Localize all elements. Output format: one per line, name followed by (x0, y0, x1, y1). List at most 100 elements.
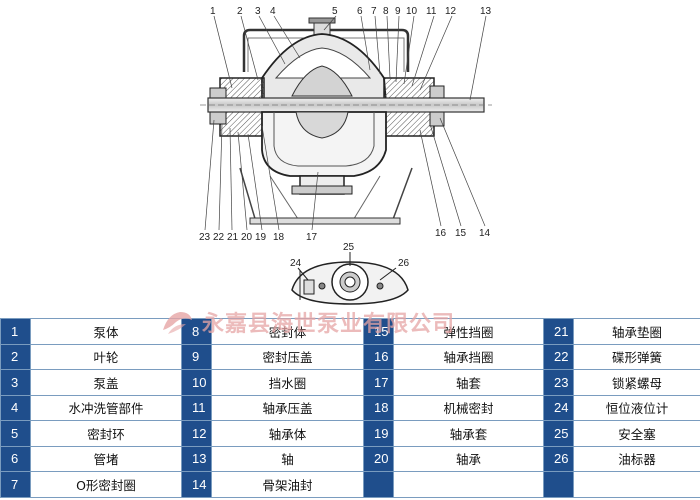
pump-sectional-diagram: 1 2 3 4 5 6 7 8 9 10 11 12 13 23 22 21 2… (199, 6, 492, 305)
callout-20: 20 (241, 232, 253, 243)
part-number: 6 (0, 445, 31, 472)
callout-8: 8 (383, 6, 389, 17)
part-name: 轴承套 (393, 420, 544, 447)
part-number: 18 (363, 394, 394, 421)
part-number: 11 (181, 394, 212, 421)
callout-13: 13 (480, 6, 492, 17)
callout-24: 24 (290, 258, 302, 269)
part-name: 弹性挡圈 (393, 318, 544, 345)
table-row: 7 O形密封圈 14 骨架油封 (0, 471, 700, 498)
part-number: 1 (0, 318, 31, 345)
part-name: 密封体 (211, 318, 364, 345)
callout-16: 16 (435, 228, 447, 239)
callout-10: 10 (406, 6, 418, 17)
part-name: 轴承垫圈 (573, 318, 700, 345)
table-row: 2 叶轮 9 密封压盖 16 轴承挡圈 22 碟形弹簧 (0, 343, 700, 370)
part-name: 密封环 (30, 420, 182, 447)
empty-number-cell (543, 471, 574, 498)
callout-22: 22 (213, 232, 225, 243)
part-number: 20 (363, 445, 394, 472)
callout-19: 19 (255, 232, 267, 243)
callout-3: 3 (255, 6, 261, 17)
part-number: 12 (181, 420, 212, 447)
part-number: 9 (181, 343, 212, 370)
part-name: 叶轮 (30, 343, 182, 370)
part-number: 10 (181, 369, 212, 396)
part-number: 15 (363, 318, 394, 345)
detail-callouts: 24 25 26 (290, 242, 410, 269)
empty-name-cell (573, 471, 700, 498)
lower-casing (261, 111, 387, 177)
part-name: 轴 (211, 445, 364, 472)
callout-26: 26 (398, 258, 410, 269)
part-number: 17 (363, 369, 394, 396)
bottom-leader-lines (204, 117, 486, 231)
part-name: 泵体 (30, 318, 182, 345)
empty-name-cell (393, 471, 544, 498)
part-name: 轴承挡圈 (393, 343, 544, 370)
part-name: 安全塞 (573, 420, 700, 447)
part-number: 5 (0, 420, 31, 447)
part-number: 13 (181, 445, 212, 472)
table-row: 5 密封环 12 轴承体 19 轴承套 25 安全塞 (0, 420, 700, 447)
callout-14: 14 (479, 228, 491, 239)
callout-9: 9 (395, 6, 401, 17)
part-number: 26 (543, 445, 574, 472)
part-number: 7 (0, 471, 31, 498)
part-name: 管堵 (30, 445, 182, 472)
part-name: 油标器 (573, 445, 700, 472)
part-name: 挡水圈 (211, 369, 364, 396)
callout-7: 7 (371, 6, 377, 17)
part-name: 轴承 (393, 445, 544, 472)
callout-17: 17 (306, 232, 318, 243)
part-number: 2 (0, 343, 31, 370)
part-name: 骨架油封 (211, 471, 364, 498)
pump-drawing: 1 2 3 4 5 6 7 8 9 10 11 12 13 23 22 21 2… (199, 6, 492, 305)
part-number: 23 (543, 369, 574, 396)
part-name: 碟形弹簧 (573, 343, 700, 370)
top-leader-lines (213, 15, 487, 101)
callout-25: 25 (343, 242, 355, 253)
callout-5: 5 (332, 6, 338, 17)
callout-4: 4 (270, 6, 276, 17)
parts-table: 1 泵体 8 密封体 15 弹性挡圈 21 轴承垫圈 2 叶轮 9 密封压盖 1… (0, 318, 700, 498)
part-name: 恒位液位计 (573, 394, 700, 421)
callout-12: 12 (445, 6, 457, 17)
part-number: 8 (181, 318, 212, 345)
table-row: 3 泵盖 10 挡水圈 17 轴套 23 锁紧螺母 (0, 369, 700, 396)
top-callouts: 1 2 3 4 5 6 7 8 9 10 11 12 13 (210, 6, 492, 17)
part-name: 机械密封 (393, 394, 544, 421)
callout-11: 11 (426, 6, 437, 17)
part-name: 密封压盖 (211, 343, 364, 370)
part-number: 21 (543, 318, 574, 345)
callout-2: 2 (237, 6, 243, 17)
part-name: 水冲洗管部件 (30, 394, 182, 421)
callout-21: 21 (227, 232, 239, 243)
part-name: 锁紧螺母 (573, 369, 700, 396)
part-number: 24 (543, 394, 574, 421)
detail-view (291, 252, 409, 305)
part-number: 4 (0, 394, 31, 421)
callout-18: 18 (273, 232, 285, 243)
callout-1: 1 (210, 6, 216, 17)
callout-6: 6 (357, 6, 363, 17)
table-row: 1 泵体 8 密封体 15 弹性挡圈 21 轴承垫圈 (0, 318, 700, 345)
part-name: 轴承压盖 (211, 394, 364, 421)
callout-15: 15 (455, 228, 467, 239)
part-name: O形密封圈 (30, 471, 182, 498)
part-number: 19 (363, 420, 394, 447)
table-row: 6 管堵 13 轴 20 轴承 26 油标器 (0, 445, 700, 472)
part-number: 22 (543, 343, 574, 370)
part-name: 轴承体 (211, 420, 364, 447)
empty-number-cell (363, 471, 394, 498)
part-number: 25 (543, 420, 574, 447)
part-number: 3 (0, 369, 31, 396)
part-name: 轴套 (393, 369, 544, 396)
impeller (291, 65, 353, 97)
part-number: 16 (363, 343, 394, 370)
table-row: 4 水冲洗管部件 11 轴承压盖 18 机械密封 24 恒位液位计 (0, 394, 700, 421)
bottom-callouts: 23 22 21 20 19 18 17 16 15 14 (199, 228, 491, 243)
callout-23: 23 (199, 232, 211, 243)
part-name: 泵盖 (30, 369, 182, 396)
part-number: 14 (181, 471, 212, 498)
